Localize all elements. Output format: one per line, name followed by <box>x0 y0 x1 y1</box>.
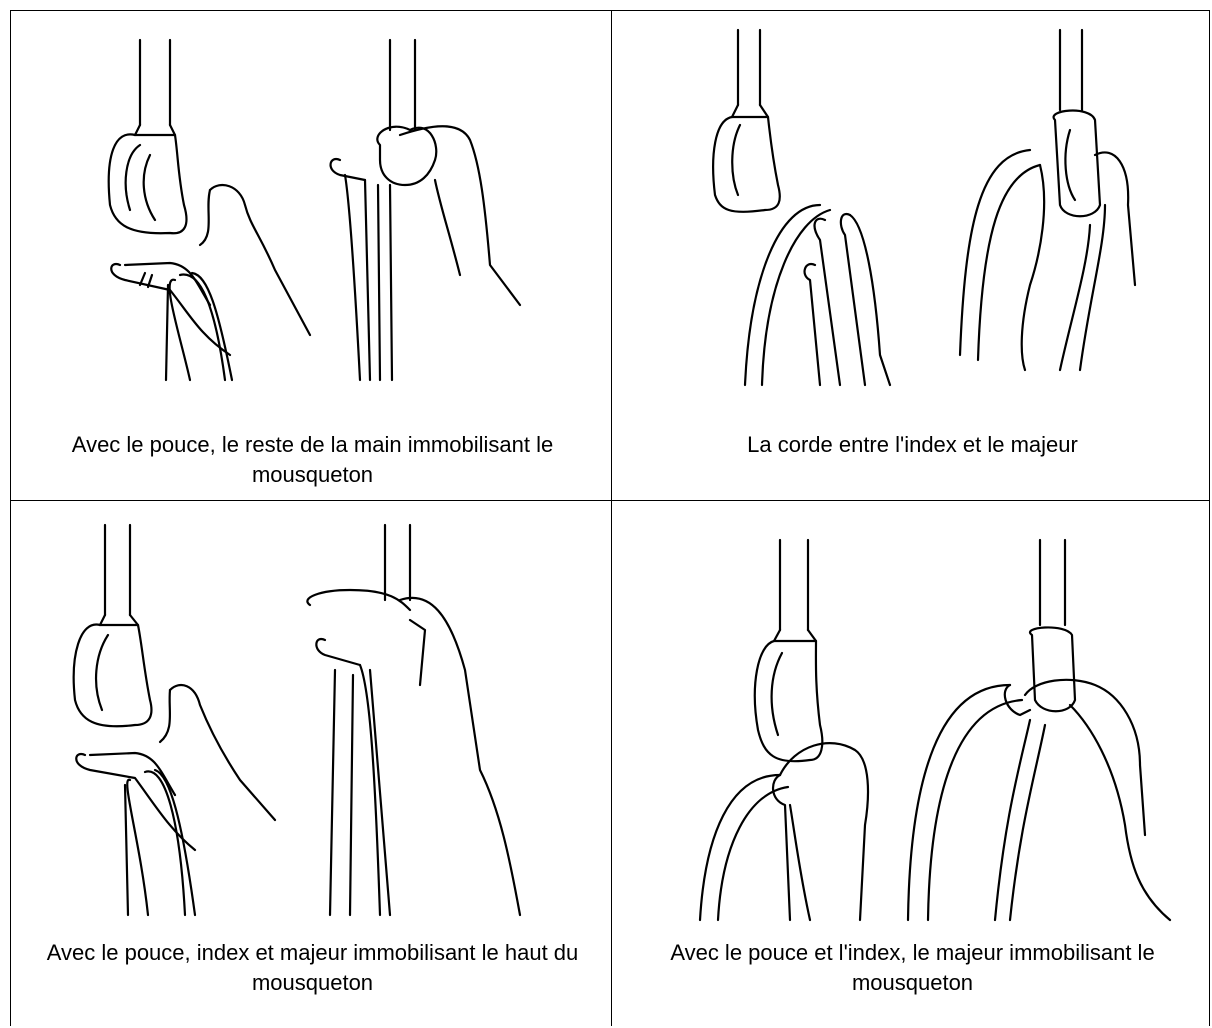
table-border-top <box>10 10 1210 11</box>
clipping-thumb-hand-holds-carabiner-icon <box>100 35 540 405</box>
cell-caption: La corde entre l'index et le majeur <box>625 430 1200 460</box>
clipping-thumb-index-middle-finger-holds-carabiner-icon <box>670 535 1190 925</box>
table-column-divider <box>611 10 612 1026</box>
cell-caption: Avec le pouce, le reste de la main immob… <box>25 430 600 490</box>
cell-caption: Avec le pouce, index et majeur immobilis… <box>25 938 600 998</box>
technique-table: Avec le pouce, le reste de la main immob… <box>10 10 1210 1026</box>
clipping-thumb-fingers-hold-carabiner-top-icon <box>70 520 570 930</box>
cell-caption: Avec le pouce et l'index, le majeur immo… <box>625 938 1200 998</box>
clipping-rope-between-index-and-middle-finger-icon <box>710 25 1150 405</box>
table-border-left <box>10 10 11 1026</box>
table-row-divider <box>10 500 1210 501</box>
table-border-right <box>1209 10 1210 1026</box>
